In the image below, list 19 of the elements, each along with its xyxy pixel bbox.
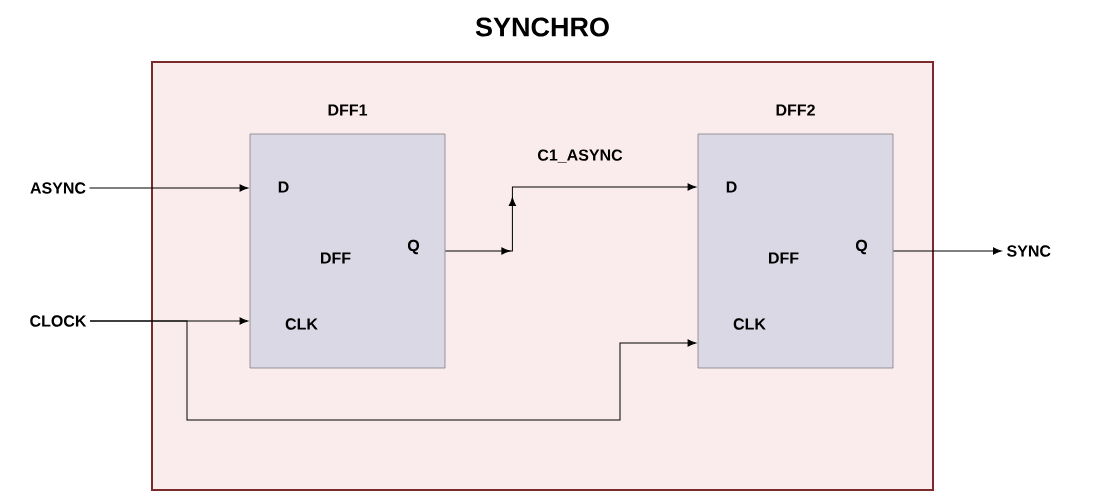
arrow [892,247,1002,255]
block-label: DFF1 [328,104,368,116]
edge-label: C1_ASYNC [536,148,624,164]
title: SYNCHRO [475,17,609,37]
pin-label: D [726,181,737,193]
component-label: DFF [769,252,799,264]
signal-label: SYNC [1007,245,1051,257]
signal-label: ASYNC [30,182,86,194]
arrow [89,320,697,421]
pin-label: Q [855,239,868,255]
arrow [444,183,697,255]
block-label: DFF2 [776,104,815,116]
pin-label: D [278,181,289,193]
pin-label: Q [407,239,420,255]
signal-label: CLOCK [30,315,87,327]
component-label: DFF [321,252,351,264]
arrow [89,184,249,192]
pin-label: CLK [285,318,318,330]
pin-label: CLK [733,318,766,330]
